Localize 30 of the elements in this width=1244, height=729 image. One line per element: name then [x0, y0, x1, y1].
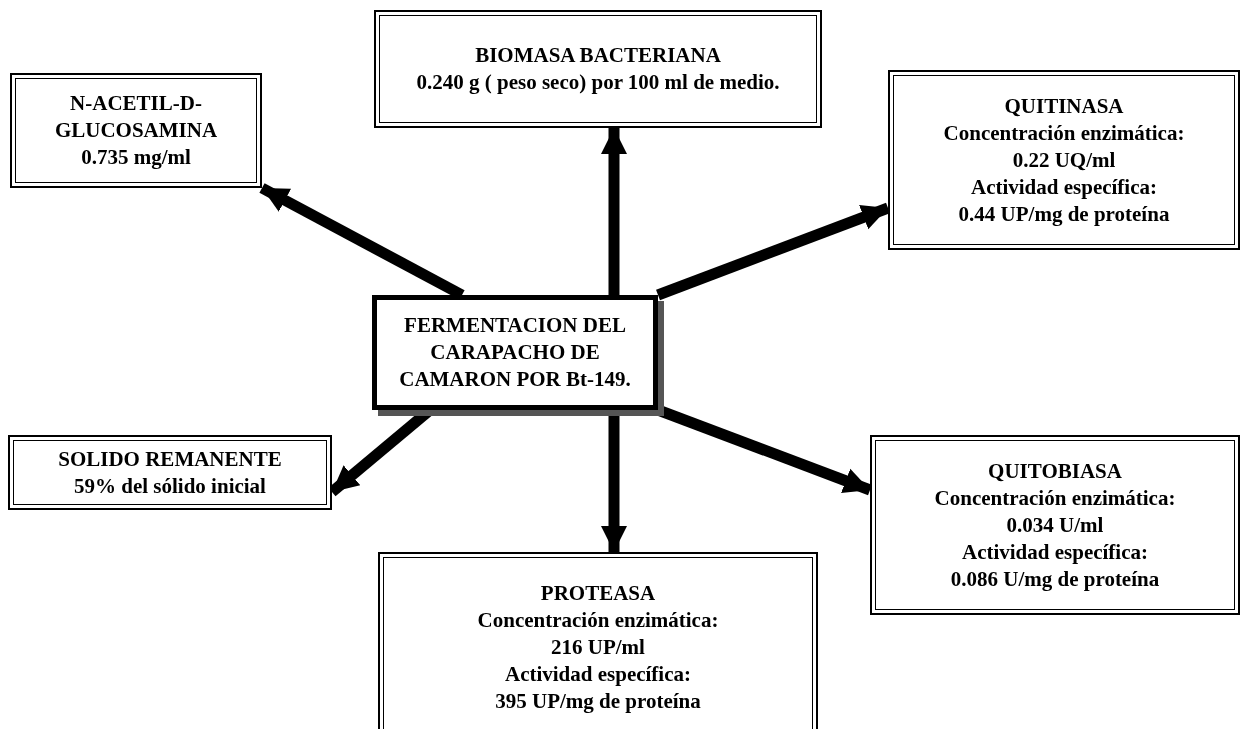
- box-title: N-ACETIL-D-GLUCOSAMINA: [53, 90, 219, 144]
- result-box: [888, 70, 1240, 250]
- arrow: [601, 128, 627, 295]
- result-box: [10, 73, 262, 188]
- result-box: [378, 552, 818, 729]
- box-title: FERMENTACION DEL CARAPACHO DE CAMARON POR Bt-149.: [398, 312, 632, 393]
- box-title: SOLIDO REMANENTE: [58, 445, 282, 473]
- box-title: QUITOBIASA: [988, 457, 1122, 485]
- arrow: [656, 202, 890, 301]
- box-text: Concentración enzimática:: [934, 484, 1176, 512]
- box-text: Actividad específica:: [961, 538, 1148, 566]
- box-text: 0.086 U/mg de proteína: [950, 565, 1160, 593]
- box-text: 0.22 UQ/ml: [1012, 146, 1116, 174]
- box-title: QUITINASA: [1004, 92, 1124, 120]
- result-box: [374, 10, 822, 128]
- result-box: [870, 435, 1240, 615]
- box-text: 0.44 UP/mg de proteína: [958, 200, 1170, 228]
- box-text: 216 UP/ml: [551, 633, 645, 661]
- box-text: Actividad específica:: [970, 173, 1157, 201]
- box-text: 59% del sólido inicial: [74, 472, 266, 500]
- box-text: 395 UP/mg de proteína: [495, 687, 701, 715]
- box-text: 0.735 mg/ml: [80, 144, 192, 171]
- box-text: Actividad específica:: [504, 660, 691, 688]
- result-box: [8, 435, 332, 510]
- box-title: PROTEASA: [540, 579, 656, 607]
- box-text: Concentración enzimática:: [943, 119, 1185, 147]
- box-title: BIOMASA BACTERIANA: [474, 42, 722, 69]
- box-text: Concentración enzimática:: [477, 606, 719, 634]
- box-text: 0.034 U/ml: [1006, 511, 1104, 539]
- box-text: 0.240 g ( peso seco) por 100 ml de medio.: [415, 69, 781, 96]
